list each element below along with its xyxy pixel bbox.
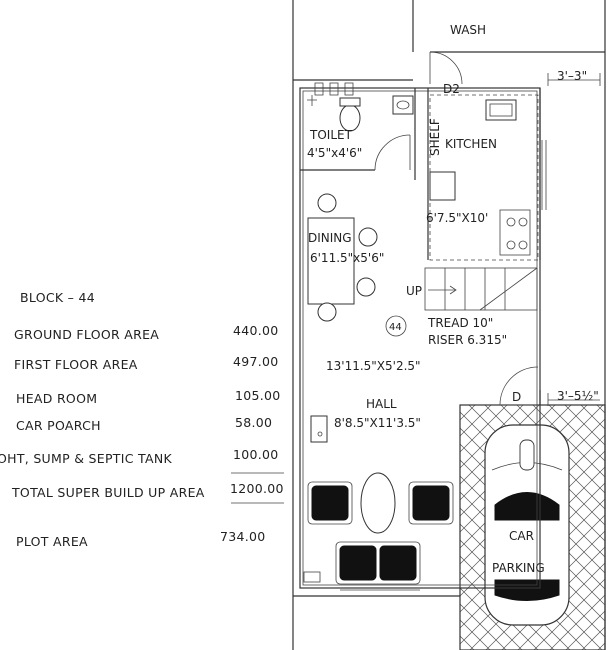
toilet-fixtures: TOILET 4'5"x4'6" [307,82,414,160]
staircase: UP 44 TREAD 10" RISER 6.315" 13'11.5"X5'… [326,267,538,373]
labels-misc: WASH 3'–3" 3'–5½" [450,23,601,406]
area-row-label: TOTAL SUPER BUILD UP AREA [11,485,205,500]
block-number-circle [385,315,407,337]
coffee-table [360,472,396,534]
area-row-value: 497.00 [233,354,279,369]
car-windshield [494,492,560,521]
wash-basin [310,415,328,443]
tread-label: TREAD 10" [427,316,493,330]
wash-label: WASH [450,23,486,37]
area-row-value: 440.00 [233,323,279,338]
sofa-chair [311,485,349,521]
area-row-label: FIRST FLOOR AREA [14,357,138,372]
fridge [429,171,456,201]
area-table: BLOCK – 44 GROUND FLOOR AREA 440.00 FIRS… [0,290,284,549]
area-row-label: GROUND FLOOR AREA [14,327,159,342]
dining-size: 6'11.5"x5'6" [310,251,384,265]
area-row-value: 105.00 [235,388,281,403]
sofa-chair [379,545,417,581]
area-row-label: CAR POARCH [16,418,101,433]
shelf-label: SHELF [428,118,442,156]
dining-label: DINING [308,231,352,245]
area-row-value: 58.00 [235,415,272,430]
doors: D2 D [374,51,539,406]
kitchen-size: 6'7.5"X10' [426,211,488,225]
area-row-label: PLOT AREA [16,534,88,549]
hall-size: 8'8.5"X11'3.5" [334,416,421,430]
area-row-value: 1200.00 [230,481,284,496]
dining-table [307,217,355,305]
riser-label: RISER 6.315" [428,333,507,347]
area-row-label: OHT, SUMP & SEPTIC TANK [0,451,172,466]
sink [485,99,517,121]
block-title: BLOCK – 44 [20,290,95,305]
car-rear-window [494,579,560,601]
stair-up-label: UP [406,284,422,298]
block-number: 44 [389,322,402,333]
car-label: CAR [509,529,534,543]
car-porch: CAR PARKING [459,404,606,650]
kitchen: SHELF KITCHEN 6'7.5"X10' [426,99,531,256]
stair-size: 13'11.5"X5'2.5" [326,359,421,373]
kitchen-label: KITCHEN [445,137,497,151]
toilet-label: TOILET [309,128,353,142]
hall: HALL 8'8.5"X11'3.5" [303,397,454,591]
sofa-chair [412,485,450,521]
stove [499,209,531,256]
door-d2-label: D2 [443,82,460,96]
area-row-value: 100.00 [233,447,279,462]
dim-top: 3'–3" [557,69,587,83]
car-outline [484,424,570,626]
area-row-value: 734.00 [220,529,266,544]
sofa-chair [339,545,377,581]
toilet-size: 4'5"x4'6" [307,146,362,160]
hall-label: HALL [366,397,397,411]
dim-side: 3'–5½" [557,389,599,403]
door-d-label: D [512,390,521,404]
parking-label: PARKING [492,561,545,575]
dining: DINING 6'11.5"x5'6" [307,193,384,322]
area-row-label: HEAD ROOM [16,391,97,406]
